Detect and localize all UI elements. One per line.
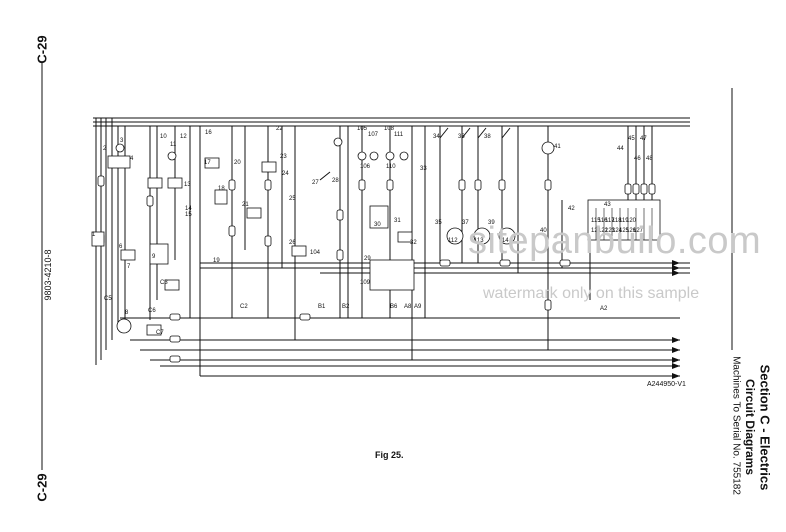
connector-labels: A2 A8 A9 B1 B2 B6 C2 C3 C5 C6 C7 (104, 280, 608, 336)
svg-text:117: 117 (605, 218, 615, 224)
lamp-symbols (115, 137, 409, 161)
svg-text:A2: A2 (600, 306, 608, 312)
svg-text:41: 41 (554, 144, 561, 150)
svg-text:108: 108 (384, 126, 395, 132)
svg-text:10: 10 (160, 134, 167, 140)
svg-text:46: 46 (634, 156, 641, 162)
svg-text:39: 39 (488, 220, 495, 226)
svg-text:6: 6 (119, 244, 123, 250)
svg-text:C6: C6 (148, 308, 156, 314)
svg-text:23: 23 (280, 154, 287, 160)
svg-text:C5: C5 (104, 296, 112, 302)
svg-text:31: 31 (394, 218, 401, 224)
svg-text:111: 111 (394, 132, 404, 138)
top-bus-wires (93, 117, 690, 127)
svg-text:C2: C2 (240, 304, 248, 310)
svg-text:A8: A8 (404, 304, 412, 310)
component-labels: 2 3 4 1 6 7 8 9 10 11 12 13 14 15 16 17 … (92, 126, 653, 316)
svg-text:30: 30 (374, 222, 381, 228)
svg-text:1: 1 (92, 232, 96, 238)
svg-text:116: 116 (598, 218, 608, 224)
svg-text:106: 106 (360, 164, 371, 170)
svg-text:3: 3 (120, 138, 124, 144)
svg-text:17: 17 (204, 160, 211, 166)
svg-text:8: 8 (125, 310, 129, 316)
svg-text:124: 124 (612, 228, 623, 234)
svg-text:C7: C7 (156, 330, 164, 336)
svg-text:A9: A9 (414, 304, 422, 310)
component-boxes (91, 155, 415, 336)
svg-text:12: 12 (180, 134, 187, 140)
drawing-reference: A244950-V1 (647, 381, 686, 388)
connector-block (587, 199, 661, 241)
svg-text:120: 120 (626, 218, 637, 224)
svg-text:42: 42 (568, 206, 575, 212)
svg-text:121: 121 (591, 228, 602, 234)
watermark-site: sitepanbuilo.com (468, 220, 762, 262)
svg-text:9: 9 (152, 254, 156, 260)
svg-text:125: 125 (619, 228, 630, 234)
svg-text:109: 109 (360, 280, 371, 286)
svg-text:B6: B6 (390, 304, 398, 310)
svg-text:18: 18 (218, 186, 225, 192)
svg-text:32: 32 (410, 240, 417, 246)
svg-text:105: 105 (357, 126, 368, 132)
svg-text:33: 33 (420, 166, 427, 172)
watermark-notice: watermark only on this sample (483, 285, 700, 302)
svg-text:126: 126 (626, 228, 637, 234)
inner-vertical-wires (149, 126, 653, 376)
svg-text:44: 44 (617, 146, 624, 152)
svg-text:29: 29 (364, 256, 371, 262)
svg-text:C3: C3 (160, 280, 168, 286)
svg-text:11: 11 (170, 142, 177, 148)
svg-text:104: 104 (310, 250, 321, 256)
svg-text:113: 113 (474, 238, 484, 244)
svg-text:47: 47 (640, 136, 647, 142)
svg-text:28: 28 (332, 178, 339, 184)
svg-text:22: 22 (276, 126, 283, 132)
svg-text:112: 112 (448, 238, 458, 244)
svg-text:40: 40 (540, 228, 547, 234)
svg-text:4: 4 (130, 156, 134, 162)
svg-text:25: 25 (289, 196, 296, 202)
svg-text:123: 123 (605, 228, 616, 234)
svg-text:7: 7 (127, 264, 131, 270)
svg-text:27: 27 (312, 180, 319, 186)
svg-text:B1: B1 (318, 304, 326, 310)
svg-text:15: 15 (185, 212, 192, 218)
svg-text:110: 110 (386, 164, 396, 170)
svg-text:20: 20 (234, 160, 241, 166)
figure-caption: Fig 25. (375, 450, 404, 460)
svg-text:45: 45 (628, 136, 635, 142)
svg-text:26: 26 (289, 240, 296, 246)
bus-arrows (672, 260, 680, 379)
svg-text:19: 19 (213, 258, 220, 264)
svg-text:35: 35 (435, 220, 442, 226)
svg-text:13: 13 (184, 182, 191, 188)
svg-text:107: 107 (368, 132, 379, 138)
svg-text:34: 34 (433, 134, 440, 140)
svg-text:43: 43 (604, 202, 611, 208)
svg-text:122: 122 (598, 228, 609, 234)
svg-text:114: 114 (499, 238, 509, 244)
svg-text:21: 21 (242, 202, 249, 208)
svg-text:2: 2 (103, 146, 107, 152)
svg-text:38: 38 (484, 134, 491, 140)
svg-text:14: 14 (185, 206, 192, 212)
svg-text:36: 36 (458, 134, 465, 140)
svg-text:16: 16 (205, 130, 212, 136)
inline-connectors (97, 175, 656, 363)
svg-text:24: 24 (282, 171, 289, 177)
svg-text:119: 119 (619, 218, 629, 224)
svg-text:48: 48 (646, 156, 653, 162)
svg-text:118: 118 (612, 218, 622, 224)
svg-text:B2: B2 (342, 304, 350, 310)
motor-symbols (116, 141, 555, 334)
svg-text:115: 115 (591, 218, 601, 224)
svg-text:37: 37 (462, 220, 469, 226)
switch-symbols (319, 127, 511, 181)
svg-text:127: 127 (633, 228, 644, 234)
